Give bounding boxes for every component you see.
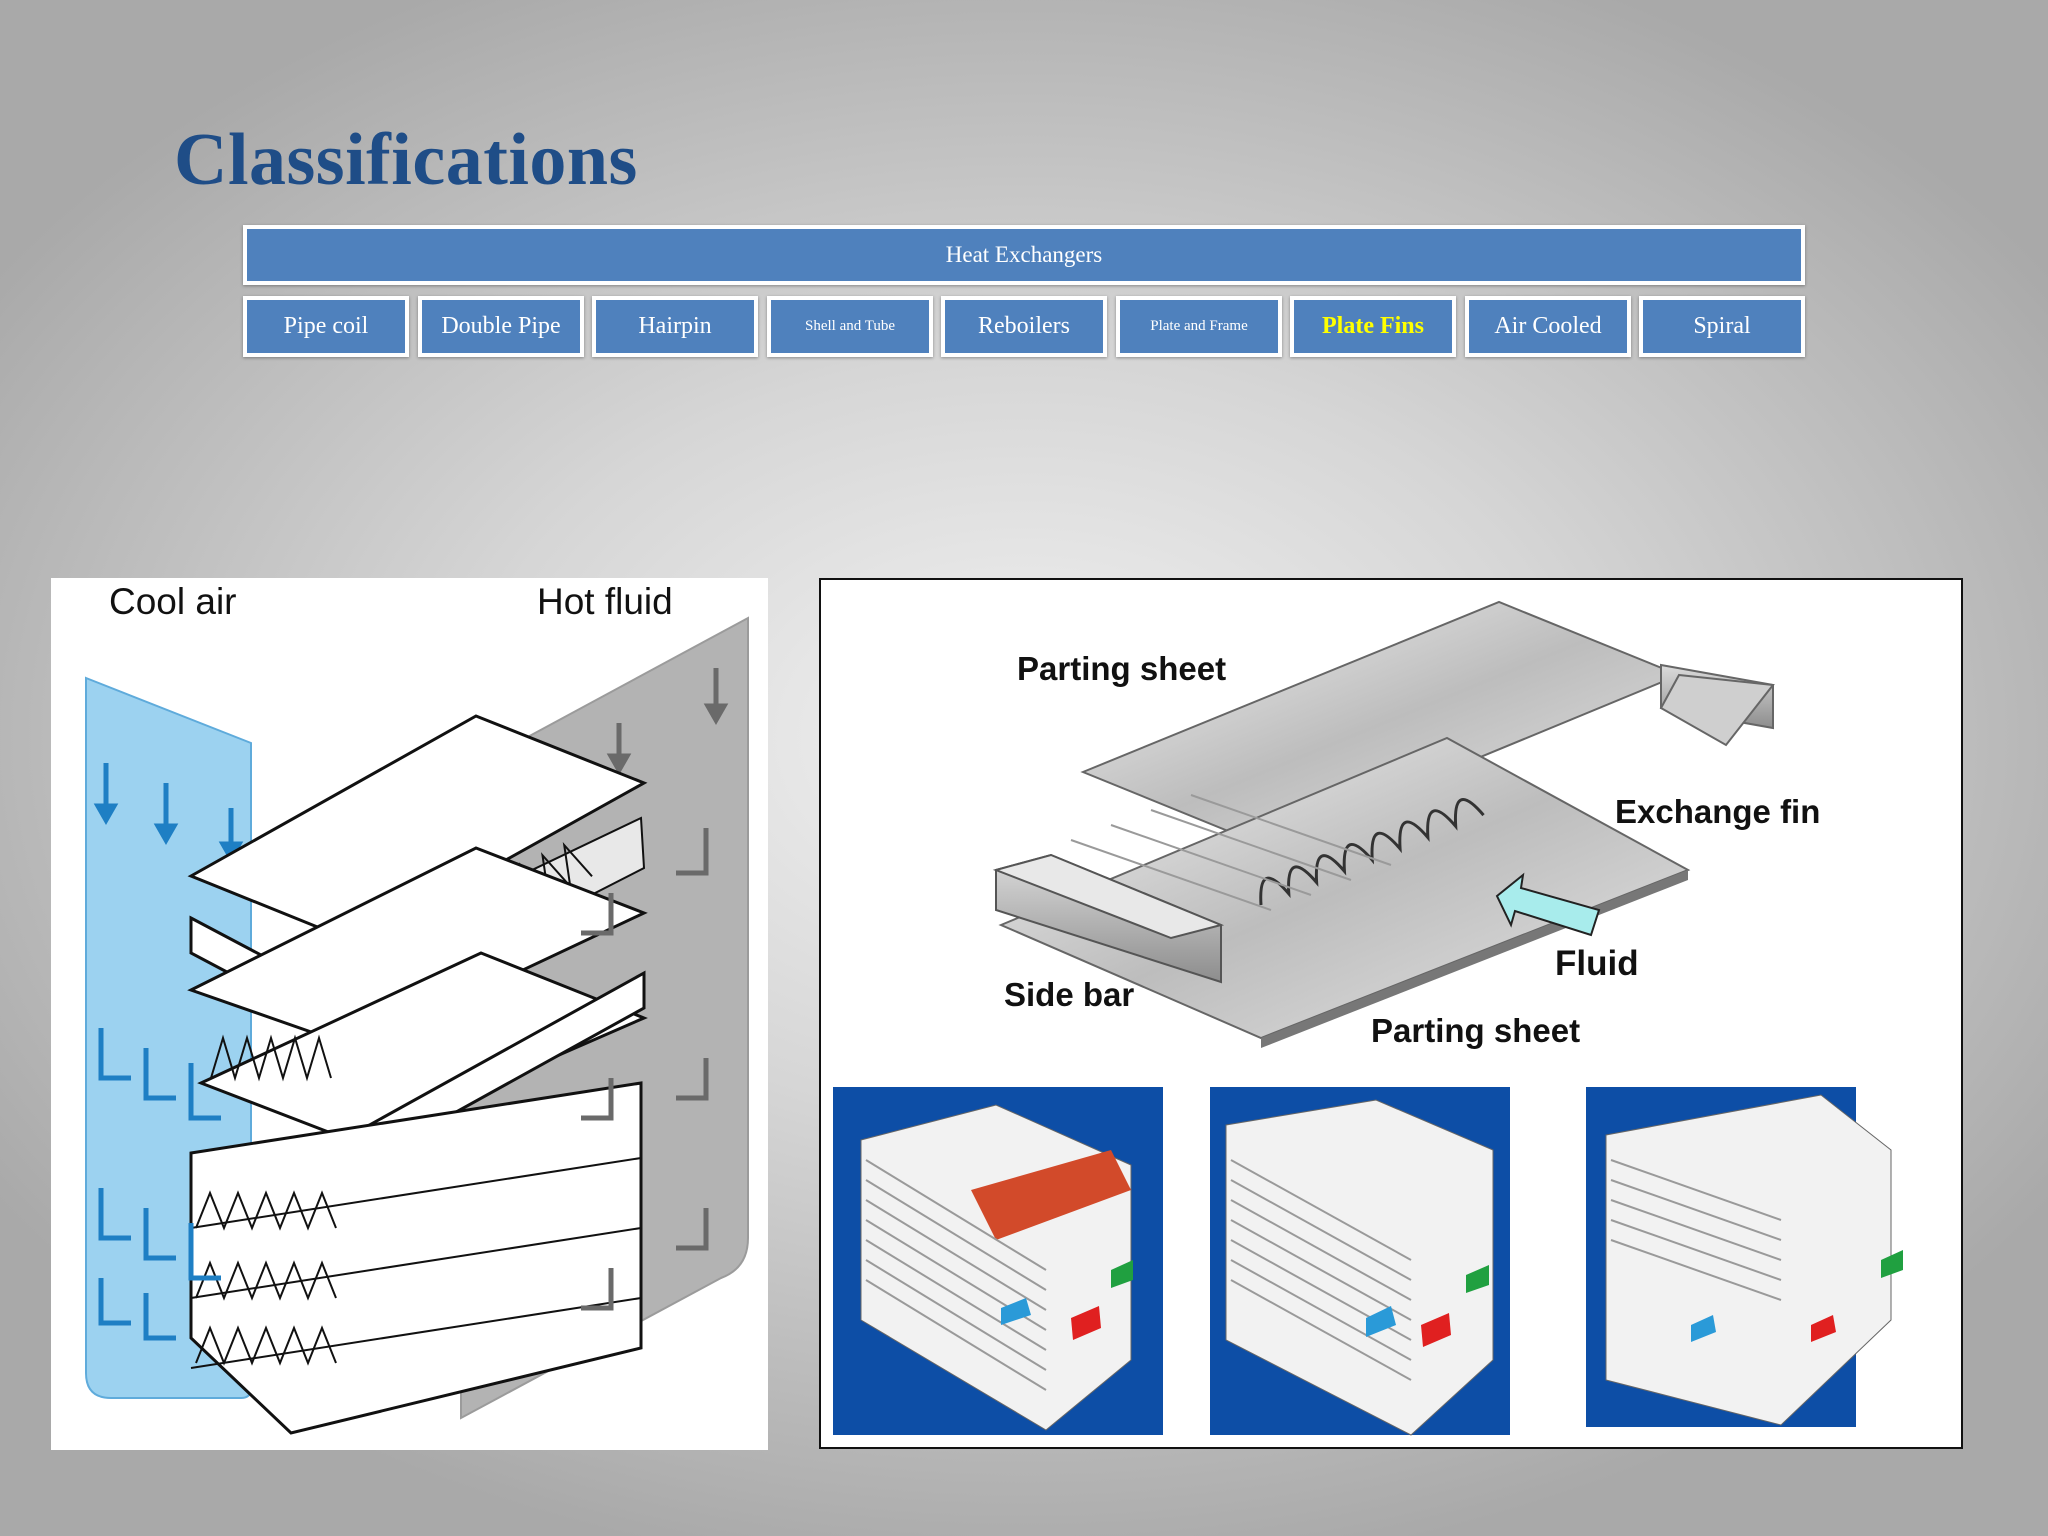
hot-fluid-label: Hot fluid: [537, 581, 673, 622]
air-cooled-box: Air Cooled: [1465, 296, 1631, 357]
core-photo-3: [1586, 1087, 1903, 1427]
pipe-coil-box: Pipe coil: [243, 296, 409, 357]
exchange-fin-label: Exchange fin: [1615, 793, 1820, 830]
heat-exchangers-box: Heat Exchangers: [243, 225, 1805, 285]
shell-and-tube-box: Shell and Tube: [767, 296, 933, 357]
parting-sheet-top-label: Parting sheet: [1017, 650, 1226, 687]
spiral-box: Spiral: [1639, 296, 1805, 357]
exploded-diagram-drawing: Cool air Hot fluid: [85, 581, 749, 1435]
plate-fins-box: Plate Fins: [1290, 296, 1456, 357]
plate-fin-exploded-diagram: Cool air Hot fluid: [51, 578, 768, 1450]
side-bar-label: Side bar: [1004, 976, 1134, 1013]
core-photo-2: [1210, 1087, 1510, 1436]
plate-and-frame-box: Plate and Frame: [1116, 296, 1282, 357]
fluid-label: Fluid: [1555, 944, 1639, 983]
cool-air-label: Cool air: [109, 581, 237, 622]
slide-title: Classifications: [174, 119, 638, 201]
plate-fin-components-drawing: Parting sheet Exchange fin Fluid Side ba…: [833, 600, 1903, 1436]
plate-fin-components-figure: Parting sheet Exchange fin Fluid Side ba…: [819, 578, 1963, 1449]
double-pipe-box: Double Pipe: [418, 296, 584, 357]
reboilers-box: Reboilers: [941, 296, 1107, 357]
hairpin-box: Hairpin: [592, 296, 758, 357]
core-photo-1: [833, 1087, 1163, 1435]
parting-sheet-bottom-label: Parting sheet: [1371, 1012, 1580, 1049]
